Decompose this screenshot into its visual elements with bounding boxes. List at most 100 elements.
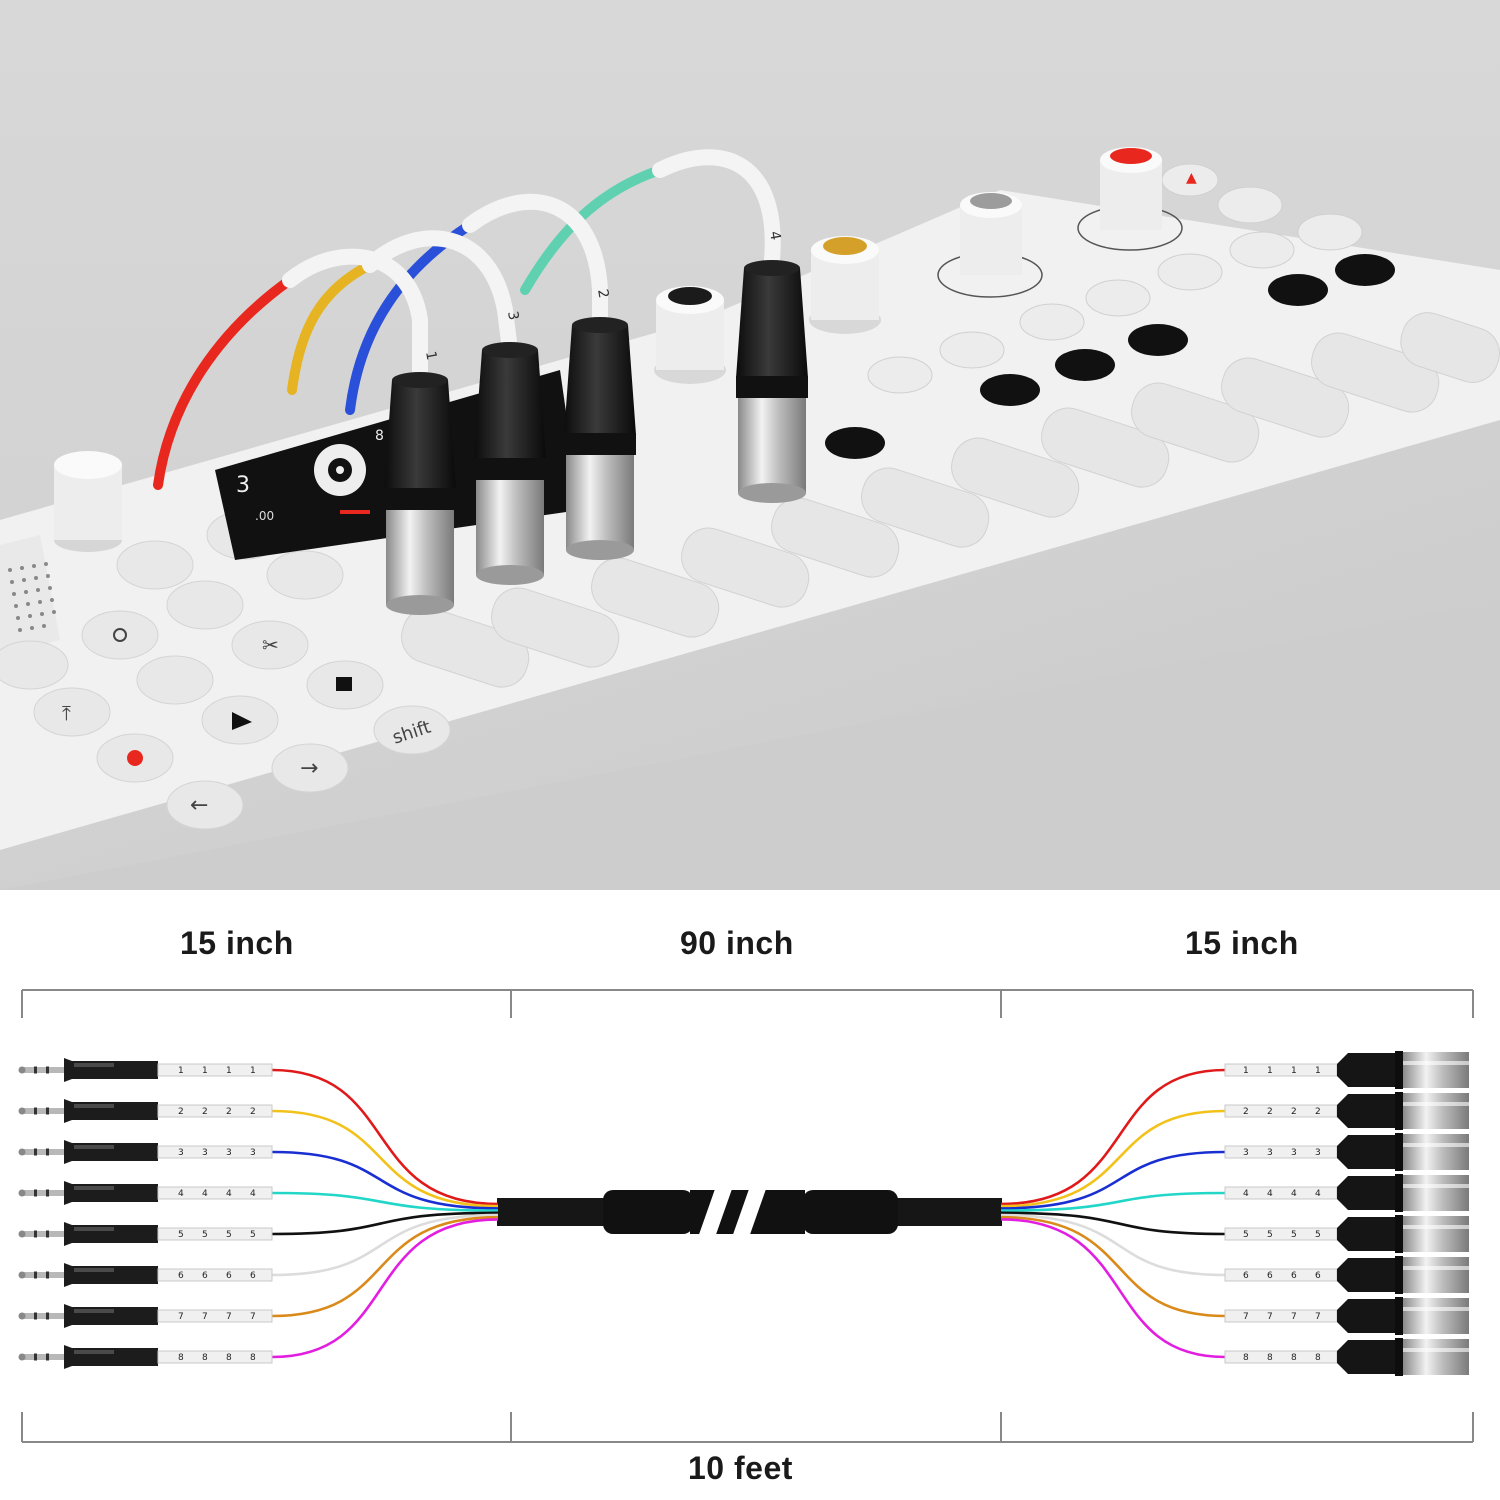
left-wire-1 xyxy=(271,1068,499,1206)
trs-jack-plug-icon xyxy=(18,1304,158,1328)
channel-number: 4 xyxy=(226,1189,232,1199)
channel-number: 3 xyxy=(1315,1148,1321,1158)
channel-number: 6 xyxy=(226,1271,232,1281)
right-wire-8 xyxy=(1000,1218,1226,1359)
bottom-dimension-bracket xyxy=(21,1412,1474,1443)
trs-jack-plug-icon xyxy=(18,1099,158,1123)
channel-number: 6 xyxy=(250,1271,256,1281)
channel-number: 4 xyxy=(178,1189,184,1199)
screen-track-number: 3 xyxy=(236,473,250,498)
left-wire-8 xyxy=(271,1218,499,1359)
right-wire-1 xyxy=(1000,1068,1226,1206)
channel-number: 8 xyxy=(178,1353,184,1363)
left-wire-2 xyxy=(271,1109,499,1208)
channel-number: 8 xyxy=(202,1353,208,1363)
channel-number: 8 xyxy=(1243,1353,1249,1363)
channel-number: 5 xyxy=(1243,1230,1249,1240)
channel-number: 5 xyxy=(178,1230,184,1240)
channel-number: 2 xyxy=(202,1107,208,1117)
right-wire-4 xyxy=(1000,1191,1226,1212)
right-wire-3 xyxy=(1000,1150,1226,1210)
xlr-male-plug-icon xyxy=(1337,1092,1469,1130)
channel-number: 3 xyxy=(1291,1148,1297,1158)
trs-jack-plug-icon xyxy=(18,1058,158,1082)
channel-number: 5 xyxy=(1315,1230,1321,1240)
channel-number: 7 xyxy=(1243,1312,1249,1322)
channel-number: 7 xyxy=(226,1312,232,1322)
target-icon xyxy=(113,628,127,642)
channel-number: 6 xyxy=(1315,1271,1321,1281)
channel-number: 2 xyxy=(226,1107,232,1117)
cable-number-labels: 1 3 2 4 xyxy=(422,230,783,362)
channel-number: 3 xyxy=(226,1148,232,1158)
channel-number: 4 xyxy=(1291,1189,1297,1199)
left-wire-5 xyxy=(271,1211,499,1236)
left-label-sleeve xyxy=(157,1227,273,1241)
channel-number: 7 xyxy=(1291,1312,1297,1322)
channel-number: 8 xyxy=(226,1353,232,1363)
channel-number: 1 xyxy=(1315,1066,1321,1076)
channel-number: 8 xyxy=(1315,1353,1321,1363)
channel-number: 5 xyxy=(1291,1230,1297,1240)
cable-label-4: 4 xyxy=(766,230,783,242)
keyboard-keys xyxy=(401,312,1500,688)
product-photo: → ← ⤒ ✂ ✎ shift xyxy=(0,0,1500,890)
channel-number: 3 xyxy=(202,1148,208,1158)
channel-number: 2 xyxy=(1243,1107,1249,1117)
xlr-male-plug-icon xyxy=(1337,1133,1469,1171)
right-wire-5 xyxy=(1000,1211,1226,1236)
function-keypad: → ← ⤒ ✂ ✎ shift xyxy=(0,510,451,830)
right-wire-2 xyxy=(1000,1109,1226,1208)
channel-number: 8 xyxy=(1291,1353,1297,1363)
channel-number: 1 xyxy=(178,1066,184,1076)
left-label-sleeve xyxy=(157,1350,273,1364)
channel-number: 3 xyxy=(1267,1148,1273,1158)
encoder-knob-yellow xyxy=(809,236,881,334)
channel-number: 7 xyxy=(1267,1312,1273,1322)
trs-jack-plug-icon xyxy=(18,1222,158,1246)
screen-small-number: 8 xyxy=(375,428,384,444)
left-label-sleeve xyxy=(157,1145,273,1159)
xlr-plugs-in-device xyxy=(384,260,808,615)
channel-number: 4 xyxy=(250,1189,256,1199)
right-wire-6 xyxy=(1000,1213,1226,1277)
left-label-sleeve xyxy=(157,1186,273,1200)
cable-break-mark xyxy=(683,1152,745,1280)
left-wire-6 xyxy=(271,1213,499,1277)
upload-icon: ⤒ xyxy=(62,701,71,725)
synth-device-illustration: → ← ⤒ ✂ ✎ shift xyxy=(0,0,1500,890)
left-label-sleeve xyxy=(157,1063,273,1077)
channel-number: 6 xyxy=(1243,1271,1249,1281)
red-marker-icon: ▲ xyxy=(1186,170,1197,186)
left-wire-4 xyxy=(271,1191,499,1212)
xlr-male-plug-icon xyxy=(1337,1256,1469,1294)
channel-number: 1 xyxy=(250,1066,256,1076)
right-length-label: 15 inch xyxy=(1185,925,1299,961)
xlr-plug-1 xyxy=(384,372,456,615)
cable-label-3: 3 xyxy=(504,310,521,322)
encoder-knob-red xyxy=(1077,147,1183,251)
channel-number: 4 xyxy=(1243,1189,1249,1199)
xlr-male-plug-icon xyxy=(1337,1215,1469,1253)
channel-number: 4 xyxy=(1315,1189,1321,1199)
channel-number: 3 xyxy=(250,1148,256,1158)
channel-number: 6 xyxy=(1267,1271,1273,1281)
channel-number: 1 xyxy=(1243,1066,1249,1076)
channel-number: 7 xyxy=(250,1312,256,1322)
stop-icon xyxy=(336,677,352,691)
channel-number: 5 xyxy=(202,1230,208,1240)
channel-number: 8 xyxy=(250,1353,256,1363)
volume-knob xyxy=(54,451,122,552)
left-label-sleeve xyxy=(157,1268,273,1282)
channel-number: 7 xyxy=(202,1312,208,1322)
trs-jack-plug-icon xyxy=(18,1345,158,1369)
left-label-sleeve xyxy=(157,1309,273,1323)
trs-jack-plug-icon xyxy=(18,1181,158,1205)
channel-number: 3 xyxy=(1243,1148,1249,1158)
scissors-icon: ✂ xyxy=(262,633,279,657)
encoder-knob-black xyxy=(654,286,726,384)
top-dimension-bracket xyxy=(21,989,1474,1018)
left-wire-3 xyxy=(271,1150,499,1210)
cable-label-1: 1 xyxy=(422,350,439,362)
channel-number: 1 xyxy=(1291,1066,1297,1076)
